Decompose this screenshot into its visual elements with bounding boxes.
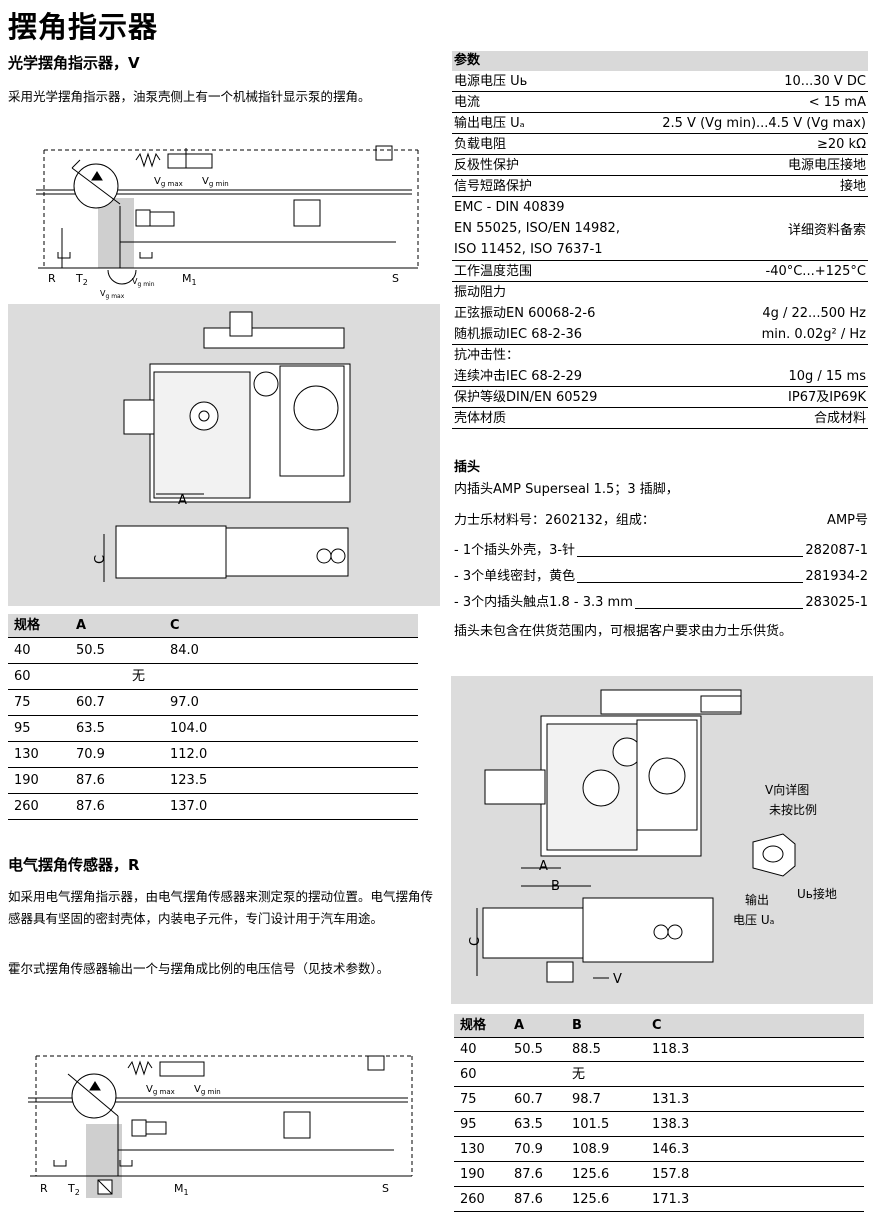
not-to-scale-label: 未按比例 [769, 803, 817, 817]
port-t2-label: T2 [75, 272, 88, 287]
electric-description-1: 如采用电气摆角指示器，由电气摆角传感器来测定泵的摆动位置。电气摆角传感器具有坚固… [8, 889, 434, 926]
electric-vgmin-label: Vg min [194, 1084, 221, 1096]
output-label-1: 输出 [745, 892, 769, 907]
vgmax-label: Vg max [154, 176, 183, 188]
param-row: 信号短路保护接地 [452, 176, 868, 197]
connector-line1: 内插头AMP Superseal 1.5；3 插脚， [454, 482, 679, 497]
dim-b-label-r: B [551, 879, 560, 894]
dim-c-label: C [93, 555, 108, 564]
electric-heading: 电气摆角传感器，R [8, 856, 140, 874]
table-r-header: 规格 A B C [454, 1014, 864, 1038]
electric-vgmax-label: Vg max [146, 1084, 175, 1096]
port-r-label: R [48, 272, 56, 285]
shock-label: 抗冲击性： [454, 348, 520, 363]
param-row: 工作温度范围-40°C...+125°C [452, 261, 868, 282]
table-v-header: 规格 A C [8, 614, 418, 638]
electric-port-m1-label: M1 [174, 1182, 189, 1197]
electric-port-s-label: S [382, 1182, 389, 1195]
optical-heading: 光学摆角指示器，V [8, 54, 140, 72]
vgmin-label: Vg min [202, 176, 229, 188]
dim-a-label-r: A [539, 859, 548, 874]
electric-description-2: 霍尔式摆角传感器输出一个与摆角成比例的电压信号（见技术参数）。 [8, 961, 390, 976]
electric-pump-drawing: A B C V V向详图 未按比例 输出 电压 Uₐ Uь接地 [451, 676, 873, 1004]
dim-c-label-r: C [468, 937, 483, 946]
pump-figure: A C [93, 311, 351, 582]
port-m1-label: M1 [182, 272, 197, 287]
connector-line2: 力士乐材料号：2602132，组成：AMP号 [454, 513, 868, 528]
connector-note: 插头未包含在供货范围内，可根据客户要求由力士乐供货。 [454, 624, 793, 639]
vgmax-small-label: Vg max [100, 289, 125, 300]
ub-ground-label: Uь接地 [797, 886, 837, 901]
dim-a-label: A [178, 493, 187, 508]
connector-heading: 插头 [454, 460, 481, 475]
page-title: 摆角指示器 [8, 10, 159, 44]
param-row: 反极性保护电源电压接地 [452, 155, 868, 176]
optical-pump-drawing: A C [8, 304, 440, 606]
electric-port-t2-label: T2 [67, 1182, 80, 1197]
connector-section: 插头 内插头AMP Superseal 1.5；3 插脚， 力士乐材料号：260… [454, 456, 868, 639]
optical-schematic: R T2 M1 S Vg max Vg min Vg min Vg max [36, 145, 419, 300]
output-label-2: 电压 Uₐ [733, 913, 774, 927]
view-v-label: V [613, 972, 622, 987]
param-row: 负载电阻≥20 kΩ [452, 134, 868, 155]
electric-schematic: R T2 M1 S Vg max Vg min [28, 1055, 413, 1198]
param-row: 电流< 15 mA [452, 92, 868, 113]
electric-port-r-label: R [40, 1182, 48, 1195]
vgmin-small-label: Vg min [132, 277, 155, 288]
vibration-label: 振动阻力 [454, 285, 507, 300]
view-detail-label: V向详图 [765, 782, 809, 797]
port-s-label: S [392, 272, 399, 285]
parameters-header: 参数 [452, 51, 868, 71]
optical-description: 采用光学摆角指示器，油泵壳侧上有一个机械指针显示泵的摆角。 [8, 89, 371, 104]
param-row: 壳体材质合成材料 [452, 408, 868, 429]
electric-pump-figure: A B C V V向详图 未按比例 输出 电压 Uₐ Uь接地 [468, 689, 837, 987]
emc-row: EMC - DIN 40839 EN 55025, ISO/EN 14982, … [452, 197, 868, 261]
